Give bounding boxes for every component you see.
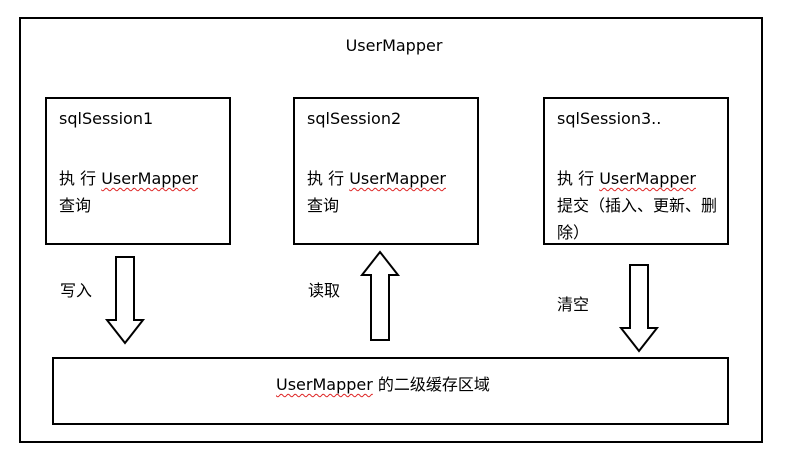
session-action: 查询 bbox=[59, 196, 92, 215]
cache-suffix: 的二级缓存区域 bbox=[372, 375, 490, 394]
session-action: 查询 bbox=[307, 196, 340, 215]
session-description: 执 行 UserMapper 查询 bbox=[307, 165, 473, 219]
session-name: sqlSession3.. bbox=[557, 109, 662, 128]
session-action: 提交（插入、更新、删除） bbox=[557, 196, 718, 242]
second-level-cache-box: UserMapper 的二级缓存区域 bbox=[52, 357, 729, 425]
session-box-1: sqlSession1 执 行 UserMapper 查询 bbox=[45, 97, 231, 245]
arrow-down-clear bbox=[618, 264, 660, 353]
outer-frame bbox=[19, 17, 763, 443]
cache-label: UserMapper 的二级缓存区域 bbox=[276, 371, 490, 395]
cache-mapper: UserMapper bbox=[276, 375, 373, 394]
session-description: 执 行 UserMapper 查询 bbox=[59, 165, 225, 219]
session-box-3: sqlSession3.. 执 行 UserMapper 提交（插入、更新、删除） bbox=[543, 97, 729, 245]
arrow-down-write bbox=[104, 256, 146, 345]
clear-label: 清空 bbox=[557, 295, 590, 314]
session-mapper: UserMapper bbox=[349, 169, 446, 188]
session-verb: 执 行 bbox=[59, 169, 102, 188]
session-mapper: UserMapper bbox=[101, 169, 198, 188]
session-mapper: UserMapper bbox=[599, 169, 696, 188]
write-label: 写入 bbox=[60, 281, 93, 300]
session-description: 执 行 UserMapper 提交（插入、更新、删除） bbox=[557, 165, 723, 246]
session-name: sqlSession2 bbox=[307, 109, 402, 128]
session-box-2: sqlSession2 执 行 UserMapper 查询 bbox=[293, 97, 479, 245]
session-verb: 执 行 bbox=[557, 169, 600, 188]
session-name: sqlSession1 bbox=[59, 109, 154, 128]
read-label: 读取 bbox=[308, 281, 341, 300]
session-verb: 执 行 bbox=[307, 169, 350, 188]
arrow-up-read bbox=[359, 250, 401, 341]
diagram-title: UserMapper bbox=[345, 36, 443, 55]
